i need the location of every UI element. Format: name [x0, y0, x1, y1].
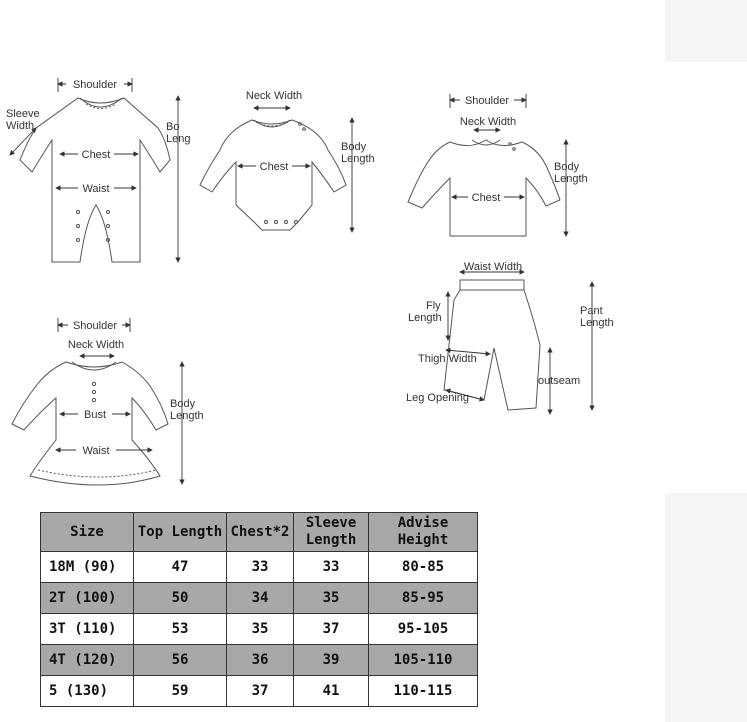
cell-size: 2T (100) — [40, 582, 134, 614]
cell-sleeve-length: 41 — [293, 675, 369, 707]
shirt-body-label-2: Length — [554, 173, 588, 185]
shirt-chest-label: Chest — [472, 192, 501, 204]
pants-outseam-label: outseam — [538, 375, 580, 387]
romper-sleeve-label-1: Sleeve — [6, 108, 40, 120]
pants-fly-label-2: Length — [408, 312, 442, 324]
bodysuit-diagram: Neck Width Chest Body Length — [199, 90, 375, 233]
romper-chest-label: Chest — [82, 149, 111, 161]
table-row: 3T (110) 53 35 37 95-105 — [40, 613, 478, 645]
pants-fly-label-1: Fly — [426, 300, 441, 312]
bodysuit-body-label-1: Body — [341, 141, 367, 153]
pants-diagram: Waist Width Fly Length Pant Length Thigh… — [406, 261, 614, 415]
side-panel-bottom — [665, 493, 747, 722]
pants-waist-width-label: Waist Width — [464, 261, 522, 273]
bodysuit-neck-width-label: Neck Width — [246, 90, 302, 102]
shirt-diagram: Shoulder Neck Width Chest Body Length — [407, 93, 588, 237]
cell-top-length: 59 — [133, 675, 227, 707]
dress-bust-label: Bust — [84, 409, 106, 421]
cell-chest: 33 — [226, 551, 294, 583]
cell-sleeve-length: 39 — [293, 644, 369, 676]
dress-body-label-2: Length — [170, 410, 204, 422]
shirt-shoulder-label: Shoulder — [465, 95, 509, 107]
shirt-body-label-1: Body — [554, 161, 580, 173]
side-panel-top — [665, 0, 747, 62]
cell-size: 18M (90) — [40, 551, 134, 583]
cell-advise-height: 95-105 — [368, 613, 478, 645]
cell-chest: 36 — [226, 644, 294, 676]
cell-sleeve-length: 37 — [293, 613, 369, 645]
cell-top-length: 50 — [133, 582, 227, 614]
header-top-length: Top Length — [133, 512, 227, 552]
bodysuit-chest-label: Chest — [260, 161, 289, 173]
cell-advise-height: 85-95 — [368, 582, 478, 614]
cell-top-length: 56 — [133, 644, 227, 676]
cell-chest: 37 — [226, 675, 294, 707]
table-row: 5 (130) 59 37 41 110-115 — [40, 675, 478, 707]
cell-sleeve-length: 35 — [293, 582, 369, 614]
romper-body-label-1: Bo — [166, 121, 179, 133]
romper-diagram: Shoulder Sleeve Width Chest Waist Bo Len… — [6, 77, 190, 263]
bodysuit-body-label-2: Length — [341, 153, 375, 165]
cell-size: 3T (110) — [40, 613, 134, 645]
header-chest: Chest*2 — [226, 512, 294, 552]
cell-chest: 34 — [226, 582, 294, 614]
dress-neck-width-label: Neck Width — [68, 339, 124, 351]
cell-advise-height: 110-115 — [368, 675, 478, 707]
table-row: 2T (100) 50 34 35 85-95 — [40, 582, 478, 614]
cell-advise-height: 80-85 — [368, 551, 478, 583]
cell-chest: 35 — [226, 613, 294, 645]
dress-diagram: Shoulder Neck Width Bust Waist Body Leng… — [11, 318, 204, 486]
dress-body-label-1: Body — [170, 398, 196, 410]
romper-sleeve-label-2: Width — [6, 120, 34, 132]
cell-sleeve-length: 33 — [293, 551, 369, 583]
cell-size: 4T (120) — [40, 644, 134, 676]
cell-advise-height: 105-110 — [368, 644, 478, 676]
romper-shoulder-label: Shoulder — [73, 79, 117, 91]
romper-body-label-2: Leng — [166, 133, 190, 145]
dress-shoulder-label: Shoulder — [73, 320, 117, 332]
pants-thigh-width-label: Thigh Width — [418, 353, 477, 365]
header-size: Size — [40, 512, 134, 552]
table-row: 4T (120) 56 36 39 105-110 — [40, 644, 478, 676]
shirt-neck-width-label: Neck Width — [460, 116, 516, 128]
pants-pant-label-1: Pant — [580, 305, 603, 317]
table-row: 18M (90) 47 33 33 80-85 — [40, 551, 478, 583]
cell-top-length: 47 — [133, 551, 227, 583]
garment-measurement-diagram: Shoulder Sleeve Width Chest Waist Bo Len… — [6, 77, 614, 486]
pants-leg-opening-label: Leg Opening — [406, 392, 469, 404]
romper-waist-label: Waist — [82, 183, 109, 195]
cell-top-length: 53 — [133, 613, 227, 645]
pants-pant-label-2: Length — [580, 317, 614, 329]
dress-waist-label: Waist — [82, 445, 109, 457]
cell-size: 5 (130) — [40, 675, 134, 707]
